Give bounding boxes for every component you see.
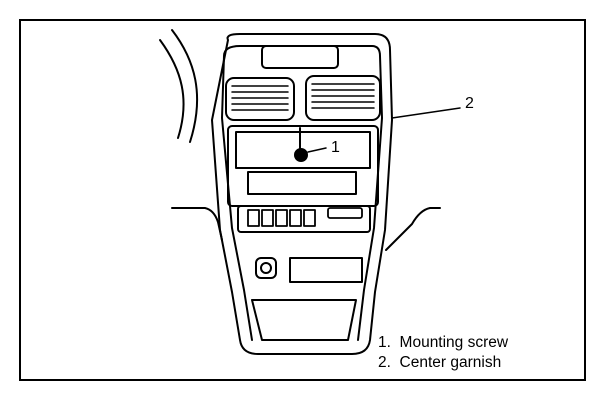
legend: 1. Mounting screw 2. Center garnish	[378, 333, 508, 373]
left-vent-louvers	[231, 85, 289, 111]
right-vent	[305, 75, 381, 121]
lower-switch-knob	[260, 262, 272, 274]
dash-left-contour	[171, 207, 223, 241]
top-slot	[261, 45, 339, 69]
steering-wheel-outer-arc	[171, 29, 199, 143]
legend-item-center-garnish: 2. Center garnish	[378, 354, 502, 371]
mounting-screw	[294, 148, 308, 162]
audio-inner-panel	[235, 131, 371, 169]
lower-panel	[289, 257, 363, 283]
left-vent	[225, 77, 295, 121]
diagram-frame	[19, 19, 586, 381]
lower-switch	[255, 257, 277, 279]
callout-1-label: 1	[331, 139, 340, 156]
legend-item-mounting-screw: 1. Mounting screw	[378, 334, 509, 351]
callout-2-label: 2	[465, 95, 474, 112]
center-garnish-outline	[211, 33, 393, 355]
steering-wheel-inner-arc	[159, 39, 185, 139]
right-vent-louvers	[311, 83, 375, 109]
callout-2-leader	[391, 107, 461, 119]
callout-1-leader	[307, 147, 327, 153]
lower-opening	[251, 299, 357, 341]
dash-right-contour	[385, 207, 441, 251]
control-buttons	[247, 207, 363, 227]
cassette-slot	[247, 171, 357, 195]
button-row-frame	[237, 205, 371, 233]
